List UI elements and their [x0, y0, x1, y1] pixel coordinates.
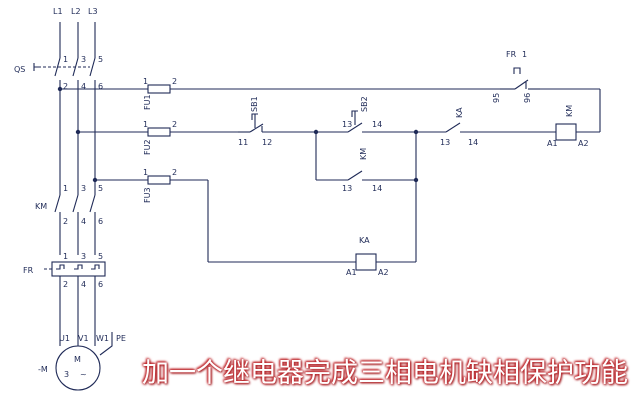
qs-term-6: 6 — [98, 82, 103, 91]
fuse-fu3 — [147, 175, 171, 185]
motor-3-label: 3 — [64, 370, 69, 379]
label-fu1: FU1 — [143, 94, 152, 110]
label-w1: W1 — [96, 334, 109, 343]
label-u1: U1 — [59, 334, 70, 343]
fu3-term-2: 2 — [172, 168, 177, 177]
fu1-term-2: 2 — [172, 77, 177, 86]
motor-prefix-label: -M — [38, 365, 48, 374]
sb2-start-button — [316, 110, 416, 133]
label-sb2: SB2 — [360, 96, 369, 112]
sb2-term-14: 14 — [372, 120, 382, 129]
label-km-coil: KM — [565, 105, 574, 117]
fu3-term-1: 1 — [143, 168, 148, 177]
qs-term-3: 3 — [81, 55, 86, 64]
qs-term-4: 4 — [81, 82, 86, 91]
ka-coil-a2: A2 — [378, 268, 389, 277]
km-aux-term-14: 14 — [372, 184, 382, 193]
label-v1: V1 — [78, 334, 89, 343]
label-qs: QS — [14, 65, 25, 74]
fu2-term-2: 2 — [172, 120, 177, 129]
fr-contact-mark: 1 — [522, 50, 527, 59]
fr-term-6: 6 — [98, 280, 103, 289]
caption-banner: 加一个继电器完成三相电机缺相保护功能 — [142, 358, 628, 389]
km-main-contacts — [54, 194, 96, 255]
fr-term-95: 95 — [492, 93, 501, 103]
motor-tilde-label: ~ — [80, 370, 87, 379]
km-term-3: 3 — [81, 184, 86, 193]
ka-term-13: 13 — [440, 138, 450, 147]
fr-nc-contact — [500, 67, 540, 90]
km-term-4: 4 — [81, 217, 86, 226]
pe-wire — [99, 332, 113, 356]
label-fu2: FU2 — [143, 139, 152, 155]
fuse-fu1 — [147, 84, 171, 94]
fuse-fu2 — [147, 127, 171, 137]
label-l1: L1 — [53, 7, 63, 16]
fr-thermal-relay — [44, 261, 106, 277]
ka-coil-a1: A1 — [346, 268, 357, 277]
motor-m-label: M — [74, 355, 81, 364]
fu1-term-1: 1 — [143, 77, 148, 86]
qs-term-2: 2 — [63, 82, 68, 91]
fu2-term-1: 1 — [143, 120, 148, 129]
fr-term-3: 3 — [81, 252, 86, 261]
motor — [55, 345, 101, 391]
sb1-term-12: 12 — [262, 138, 272, 147]
label-l3: L3 — [88, 7, 98, 16]
fr-term-4: 4 — [81, 280, 86, 289]
qs-term-5: 5 — [98, 55, 103, 64]
label-fr-main: FR — [23, 266, 34, 275]
fr-term-96: 96 — [523, 93, 532, 103]
fr-term-2: 2 — [63, 280, 68, 289]
label-l2: L2 — [71, 7, 81, 16]
watermark — [518, 402, 634, 416]
label-sb1: SB1 — [250, 96, 259, 112]
label-ka-coil: KA — [359, 236, 370, 245]
label-ka-contact: KA — [455, 107, 464, 118]
km-coil-a1: A1 — [547, 139, 558, 148]
sb2-term-13: 13 — [342, 120, 352, 129]
ka-contact — [416, 122, 556, 133]
label-km-main: KM — [35, 202, 47, 211]
fr-term-1: 1 — [63, 252, 68, 261]
sb1-stop-button — [238, 113, 316, 133]
km-term-6: 6 — [98, 217, 103, 226]
km-aux-term-13: 13 — [342, 184, 352, 193]
fr-term-5: 5 — [98, 252, 103, 261]
km-term-2: 2 — [63, 217, 68, 226]
ka-coil — [355, 253, 377, 271]
label-fr-contact: FR — [506, 50, 517, 59]
km-coil-a2: A2 — [578, 139, 589, 148]
label-pe: PE — [116, 334, 126, 343]
sb1-term-11: 11 — [238, 138, 248, 147]
km-term-5: 5 — [98, 184, 103, 193]
qs-switch — [33, 57, 96, 77]
km-aux-contact — [315, 132, 417, 181]
km-coil — [555, 123, 577, 141]
qs-term-1: 1 — [63, 55, 68, 64]
ka-term-14: 14 — [468, 138, 478, 147]
label-fu3: FU3 — [143, 187, 152, 203]
label-km-aux: KM — [359, 148, 368, 160]
km-term-1: 1 — [63, 184, 68, 193]
